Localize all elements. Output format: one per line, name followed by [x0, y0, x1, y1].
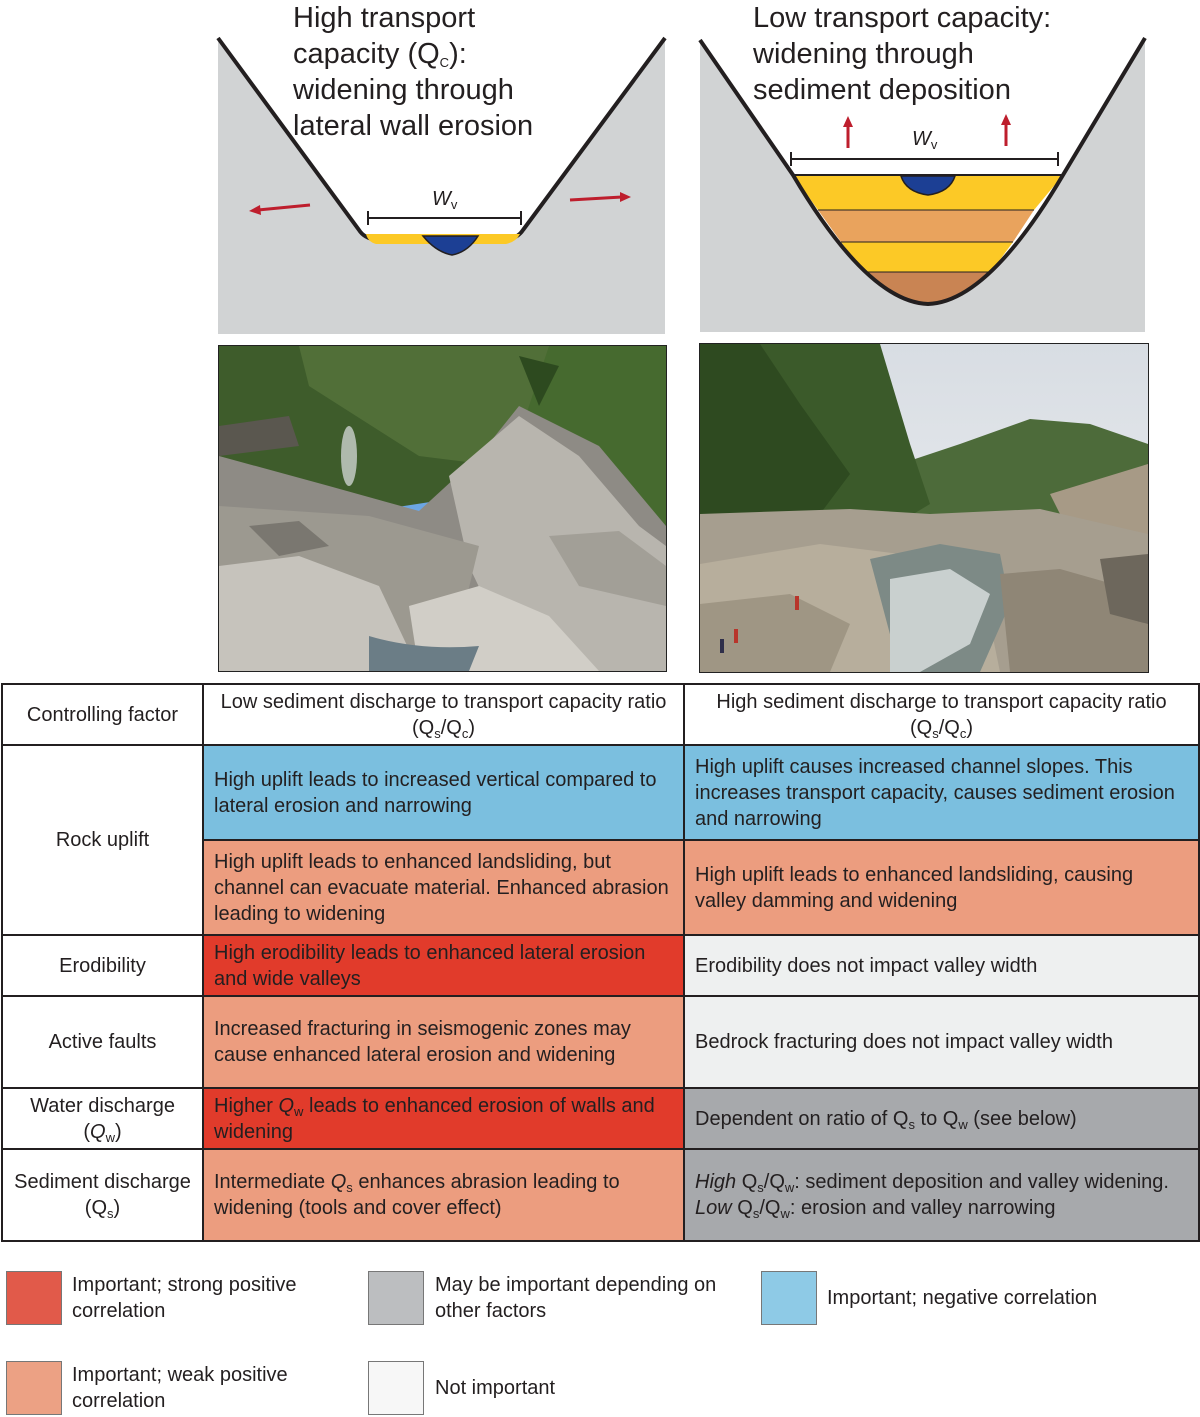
- factor-sediment-discharge: Sediment discharge (Qs): [1, 1148, 204, 1242]
- sediment-layer-4: [864, 272, 991, 304]
- left-river-water: [421, 235, 480, 256]
- table-row: Rock uplift High uplift leads to increas…: [1, 744, 1200, 936]
- photo-bedrock-gorge: [218, 345, 667, 672]
- cell-sediment-discharge-low: Intermediate Qs enhances abrasion leadin…: [202, 1148, 685, 1242]
- legend-swatch-negative: [761, 1271, 817, 1325]
- sediment-layer-3: [841, 242, 1013, 272]
- cell-rock-uplift-low-1: High uplift leads to increased vertical …: [202, 744, 685, 841]
- left-diagram-title: High transport capacity (QC): widening t…: [293, 2, 534, 142]
- legend-label-conditional: May be important depending on other fact…: [435, 1274, 717, 1322]
- left-valley-rock: [218, 38, 665, 334]
- legend-label-strong-positive: Important; strong positive correlation: [72, 1274, 297, 1322]
- controlling-factors-table: Controlling factor Low sediment discharg…: [1, 683, 1200, 1242]
- cell-water-discharge-low: Higher Qw leads to enhanced erosion of w…: [202, 1087, 685, 1150]
- legend-label-negative: Important; negative correlation: [827, 1287, 1098, 1309]
- table-row: Erodibility High erodibility leads to en…: [1, 934, 1200, 997]
- deposition-valley-diagram: [698, 36, 1147, 332]
- legend-swatch-strong-positive: [6, 1271, 62, 1325]
- factor-erodibility: Erodibility: [1, 934, 204, 997]
- right-diagram-title: Low transport capacity: widening through…: [753, 2, 1052, 106]
- factor-rock-uplift: Rock uplift: [1, 744, 204, 936]
- left-erosion-arrow: [257, 203, 311, 212]
- right-valley-profile-line: [698, 36, 1147, 307]
- right-valley-rock: [700, 38, 1145, 332]
- table-row: High uplift leads to enhanced landslidin…: [2, 839, 1200, 936]
- right-river-water: [899, 175, 957, 196]
- cell-erodibility-low: High erodibility leads to enhanced later…: [202, 934, 685, 997]
- header-controlling-factor: Controlling factor: [1, 683, 204, 746]
- table-row: Active faults Increased fracturing in se…: [1, 995, 1200, 1089]
- table-header-row: Controlling factor Low sediment discharg…: [1, 683, 1200, 746]
- legend-swatch-weak-positive: [6, 1361, 62, 1415]
- cell-sediment-discharge-high: High Qs/Qw: sediment deposition and vall…: [683, 1148, 1200, 1242]
- header-high-ratio: High sediment discharge to transport cap…: [683, 683, 1200, 746]
- cell-rock-uplift-low-2: High uplift leads to enhanced landslidin…: [202, 839, 685, 936]
- cell-active-faults-high: Bedrock fracturing does not impact valle…: [683, 995, 1200, 1089]
- sediment-layer-2: [818, 210, 1034, 242]
- table-row: Sediment discharge (Qs) Intermediate Qs …: [1, 1148, 1200, 1242]
- factor-active-faults: Active faults: [1, 995, 204, 1089]
- legend-label-weak-positive: Important; weak positive correlation: [72, 1364, 288, 1412]
- legend-swatch-not-important: [368, 1361, 424, 1415]
- right-width-label: Wv: [912, 128, 938, 152]
- cell-rock-uplift-high-1: High uplift causes increased channel slo…: [683, 744, 1200, 841]
- legend-swatch-conditional: [368, 1271, 424, 1325]
- legend-label-not-important: Not important: [435, 1377, 556, 1399]
- cell-erodibility-high: Erodibility does not impact valley width: [683, 934, 1200, 997]
- factor-water-discharge: Water discharge(Qw): [1, 1087, 204, 1150]
- header-low-ratio: Low sediment discharge to transport capa…: [202, 683, 685, 746]
- table-row: Water discharge(Qw) Higher Qw leads to e…: [1, 1087, 1200, 1150]
- wide-channel-valley-diagram: [216, 36, 667, 334]
- cell-rock-uplift-high-2: High uplift leads to enhanced landslidin…: [683, 839, 1200, 936]
- left-width-label: Wv: [432, 188, 458, 212]
- cell-active-faults-low: Increased fracturing in seismogenic zone…: [202, 995, 685, 1089]
- right-erosion-arrow: [569, 195, 623, 202]
- photo-gravel-valley: [699, 343, 1149, 673]
- cell-water-discharge-high: Dependent on ratio of Qs to Qw (see belo…: [683, 1087, 1200, 1150]
